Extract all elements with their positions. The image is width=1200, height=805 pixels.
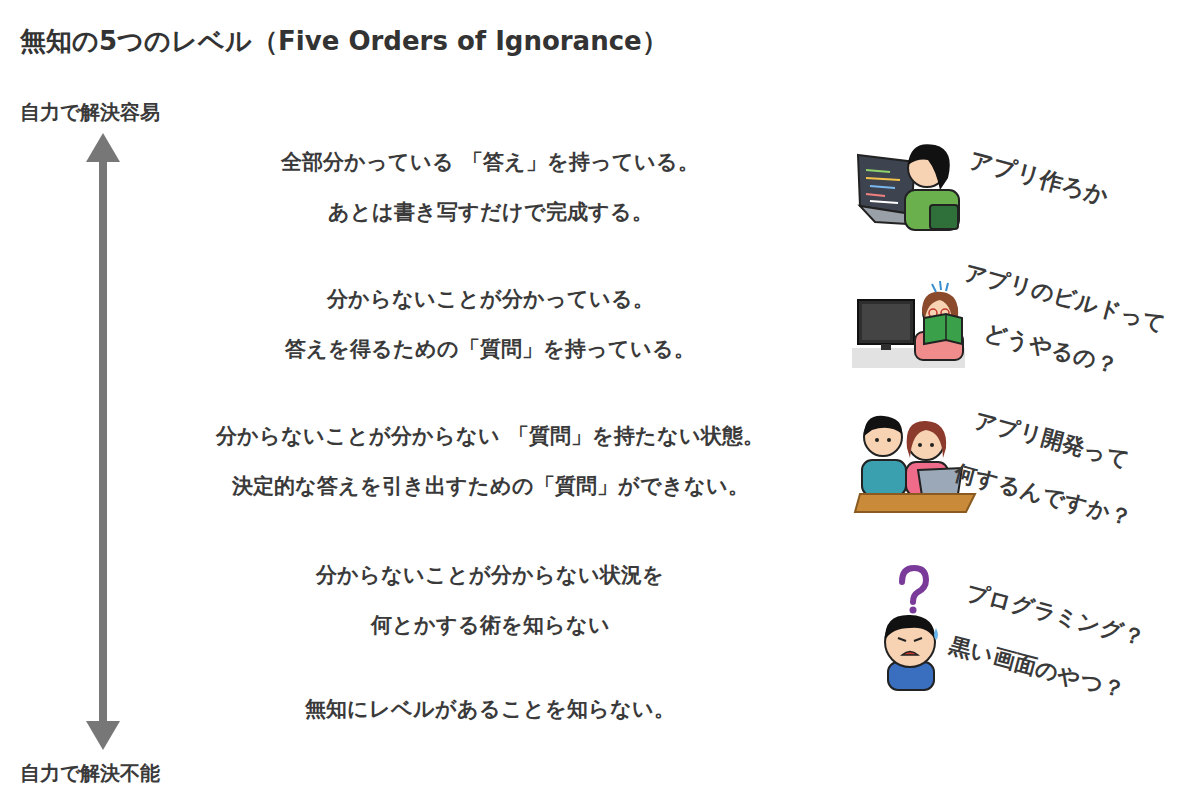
diagram-title: 無知の5つのレベル（Five Orders of Ignorance） (20, 26, 668, 57)
level-text: 分からないことが分からない 「質問」を持たない状態。 (216, 424, 763, 449)
speech-text: 黒い画面のやつ？ (947, 632, 1128, 704)
reader-illustration (852, 281, 965, 368)
level-text: 無知にレベルがあることを知らない。 (305, 697, 675, 722)
level-text: 分からないことが分からない状況を (316, 563, 664, 588)
scale-arrow (86, 133, 120, 750)
speech-text: 何するんですか？ (952, 459, 1135, 532)
level-text: 分からないことが分かっている。 (327, 287, 654, 312)
speech-text: どうやるの？ (982, 319, 1121, 380)
level-text: 決定的な答えを引き出すための「質問」ができない。 (232, 474, 749, 499)
speech-text: プログラミング？ (964, 579, 1148, 652)
coder-illustration (858, 144, 959, 230)
level-text: 答えを得るための「質問」を持っている。 (285, 337, 695, 362)
axis-end-label: 自力で解決容易 (20, 100, 160, 124)
axis-end-label: 自力で解決不能 (20, 761, 160, 785)
confused-boy-illustration (885, 568, 938, 690)
speech-text: アプリ作ろか (966, 147, 1111, 211)
speech-text: アプリ開発って (972, 407, 1132, 474)
level-text: あとは書き写すだけで完成する。 (328, 200, 653, 225)
level-text: 全部分かっている 「答え」を持っている。 (281, 150, 698, 175)
level-text: 何とかする術を知らない (371, 613, 610, 638)
